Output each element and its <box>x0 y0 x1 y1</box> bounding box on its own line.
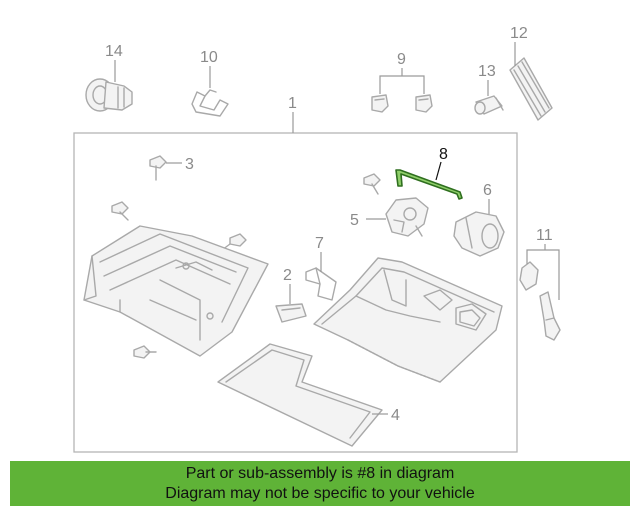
part-14-light[interactable] <box>85 78 133 112</box>
glove-box-bin <box>83 225 269 357</box>
part-3-screw[interactable] <box>149 155 167 181</box>
screw-left <box>111 201 129 221</box>
screw-upper-right <box>363 173 381 195</box>
screw-middle <box>221 233 247 251</box>
part-8-rod[interactable] <box>395 169 463 200</box>
screw-bottom <box>133 345 157 359</box>
banner-line-2: Diagram may not be specific to your vehi… <box>165 485 475 502</box>
leader-11 <box>526 249 560 300</box>
callout-10: 10 <box>200 49 218 66</box>
part-5-lock[interactable] <box>385 197 429 237</box>
callout-3: 3 <box>185 156 194 173</box>
callout-1: 1 <box>288 95 297 112</box>
callout-2: 2 <box>283 267 292 284</box>
assembly-frame <box>73 132 518 453</box>
callout-9: 9 <box>397 51 406 68</box>
part-11-key[interactable] <box>519 261 561 341</box>
callout-4: 4 <box>391 407 400 424</box>
part-4-mat[interactable] <box>217 343 383 447</box>
part-7-bracket[interactable] <box>305 267 337 301</box>
parts-diagram: 14 10 9 13 12 1 3 <box>73 25 561 453</box>
leader-9 <box>379 75 425 94</box>
banner-line-1: Part or sub-assembly is #8 in diagram <box>185 465 455 482</box>
callout-5: 5 <box>350 212 359 229</box>
leader-8 <box>435 161 442 181</box>
part-6-damper[interactable] <box>453 211 505 257</box>
part-9-clips[interactable] <box>371 94 433 113</box>
part-13-bulb[interactable] <box>474 95 504 115</box>
part-12-filter[interactable] <box>509 57 553 121</box>
callout-8: 8 <box>439 146 448 163</box>
part-2-latch[interactable] <box>275 303 307 323</box>
callout-6: 6 <box>483 182 492 199</box>
part-10-bracket[interactable] <box>191 89 229 117</box>
callout-7: 7 <box>315 235 324 252</box>
callout-14: 14 <box>105 43 123 60</box>
callout-12: 12 <box>510 25 528 42</box>
info-banner: Part or sub-assembly is #8 in diagram Di… <box>10 461 630 506</box>
callout-13: 13 <box>478 63 496 80</box>
callout-11: 11 <box>536 227 553 244</box>
glove-box-door <box>313 257 503 383</box>
